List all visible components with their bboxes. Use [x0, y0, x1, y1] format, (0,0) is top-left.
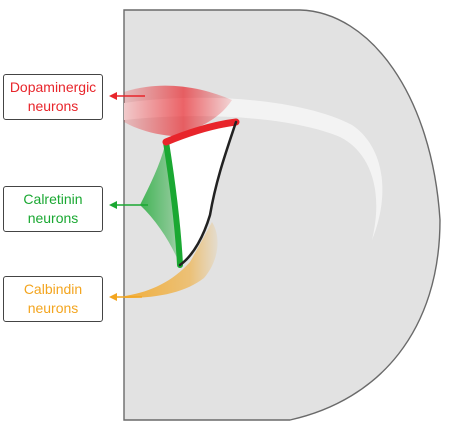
arrow-dopaminergic: [109, 92, 145, 100]
dopaminergic-region: [124, 85, 232, 136]
arrow-calbindin: [109, 293, 142, 301]
calbindin-region: [125, 222, 218, 298]
calretinin-label-line1: Calretinin: [23, 191, 83, 207]
ventricle-wall-dark: [178, 120, 238, 267]
ventricle-wall-red: [162, 118, 240, 146]
ventricle-wall-green: [163, 139, 183, 268]
calretinin-label-line2: neurons: [27, 210, 79, 226]
calbindin-label-box: Calbindin neurons: [3, 276, 103, 322]
lateral-ventricle: [166, 122, 236, 265]
dopaminergic-label-line1: Dopaminergic: [9, 79, 97, 95]
dopaminergic-label-line2: neurons: [27, 98, 79, 114]
dopaminergic-label-box: Dopaminergic neurons: [3, 74, 103, 120]
calbindin-label-line1: Calbindin: [23, 281, 83, 297]
calbindin-label-line2: neurons: [27, 300, 79, 316]
calretinin-label-box: Calretinin neurons: [3, 186, 103, 232]
arrow-calretinin: [109, 201, 148, 209]
